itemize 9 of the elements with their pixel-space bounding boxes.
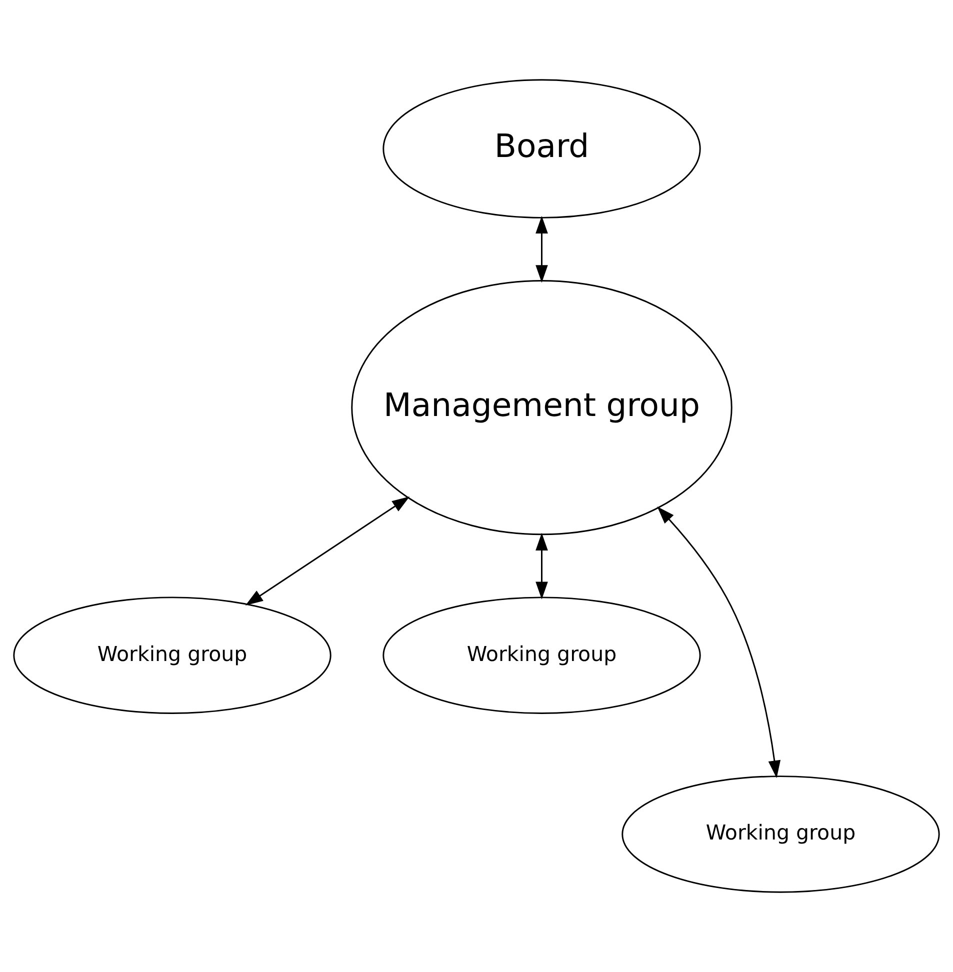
node-ellipse: Management group	[351, 280, 732, 536]
node-ellipse: Working group	[13, 596, 332, 714]
node-ellipse: Board	[382, 79, 701, 218]
arrow	[245, 496, 410, 606]
node-ellipse: Working group	[622, 776, 940, 893]
arrow	[536, 216, 548, 283]
node-ellipse: Working group	[382, 596, 701, 714]
arrow	[657, 506, 781, 778]
arrow	[536, 532, 548, 600]
